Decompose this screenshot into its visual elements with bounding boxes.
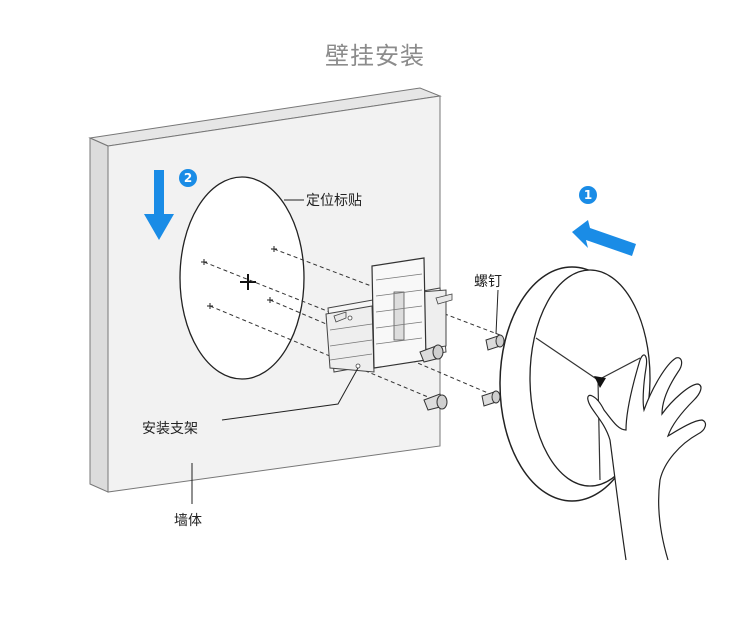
leader-lines — [191, 199, 499, 504]
step-1-number: 1 — [584, 188, 592, 202]
locator-sticker-outline — [179, 176, 305, 380]
hand-illustration — [587, 354, 707, 561]
step-2-badge: 2 — [179, 169, 197, 187]
step-2-number: 2 — [184, 171, 192, 185]
arrow-diagonal-icon — [572, 220, 636, 256]
wall-left-edge — [89, 137, 109, 493]
diagram-title: 壁挂安装 — [325, 42, 425, 70]
label-screws: 螺钉 — [474, 274, 502, 290]
label-bracket: 安装支架 — [142, 421, 198, 437]
step-1-badge: 1 — [579, 186, 597, 204]
crosshair-icon — [240, 274, 256, 290]
arrow-down-icon — [144, 170, 174, 240]
mounting-bracket — [325, 257, 453, 373]
label-locator-sticker: 定位标贴 — [306, 193, 362, 209]
label-wall: 墙体 — [174, 513, 202, 529]
